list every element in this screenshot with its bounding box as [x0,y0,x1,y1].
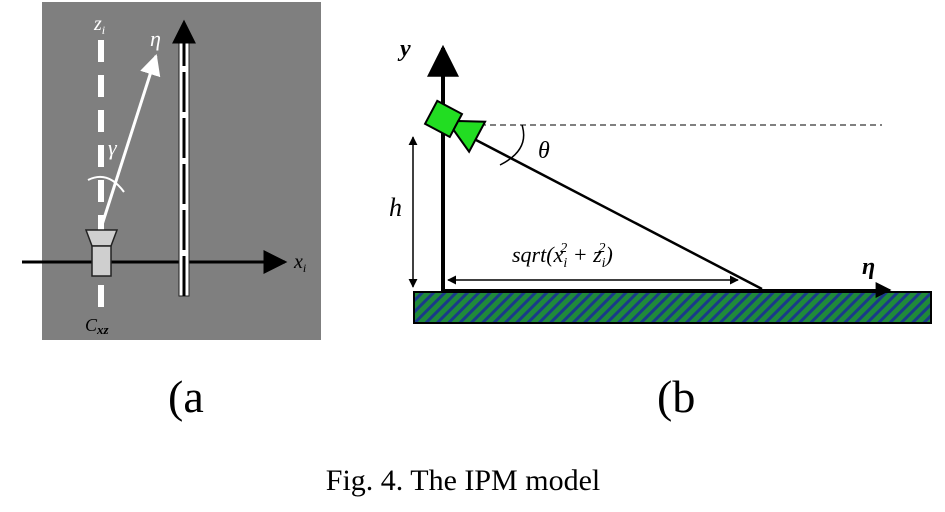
gamma-label: γ [108,135,118,160]
panel-b: y θ h sqrt(xi2 + zi2) η (b [389,36,932,422]
z-axis-label: zi [93,13,105,37]
camera-center-label: Cxz [85,315,110,337]
theta-label: θ [538,138,550,164]
panel-a: zi η γ xi Cxz (a [22,2,321,422]
gamma-arc [87,176,125,193]
eta-label-b: η [862,254,875,280]
camera-icon-top-view [84,229,119,277]
x-axis-label: xi [293,251,306,275]
panel-a-sublabel: (a [168,371,204,422]
camera-icon-side-view [423,99,487,154]
y-axis-label: y [397,36,411,62]
line-of-sight [475,138,763,291]
eta-label-a: η [150,26,161,51]
distance-label: sqrt(xi2 + zi2) [512,241,613,271]
eta-ray [99,53,161,229]
figure-caption: Fig. 4. The IPM model [326,464,600,497]
panel-b-sublabel: (b [657,371,695,422]
ground-hatched [413,291,932,324]
theta-arc [499,124,525,166]
height-label: h [389,193,402,222]
